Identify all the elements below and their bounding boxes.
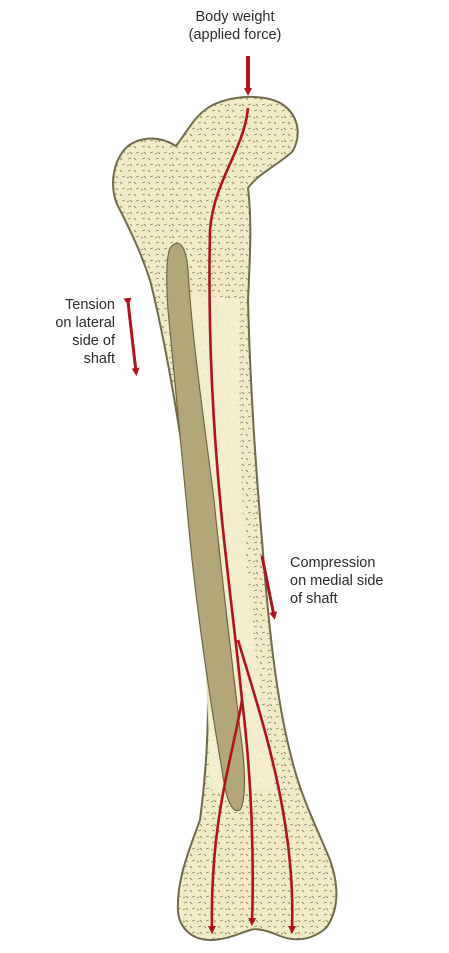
tension-arrow (128, 302, 136, 372)
tension-line-1: Tension (20, 296, 115, 314)
body-weight-line-2: (applied force) (160, 26, 310, 44)
body-weight-line-1: Body weight (160, 8, 310, 26)
compression-line-3: of shaft (290, 590, 440, 608)
tension-line-3: side of (20, 332, 115, 350)
compression-line-2: on medial side (290, 572, 440, 590)
compression-line-1: Compression (290, 554, 440, 572)
tension-label: Tension on lateral side of shaft (20, 296, 115, 368)
tension-line-4: shaft (20, 350, 115, 368)
compression-label: Compression on medial side of shaft (290, 554, 440, 608)
body-weight-label: Body weight (applied force) (160, 8, 310, 44)
tension-line-2: on lateral (20, 314, 115, 332)
